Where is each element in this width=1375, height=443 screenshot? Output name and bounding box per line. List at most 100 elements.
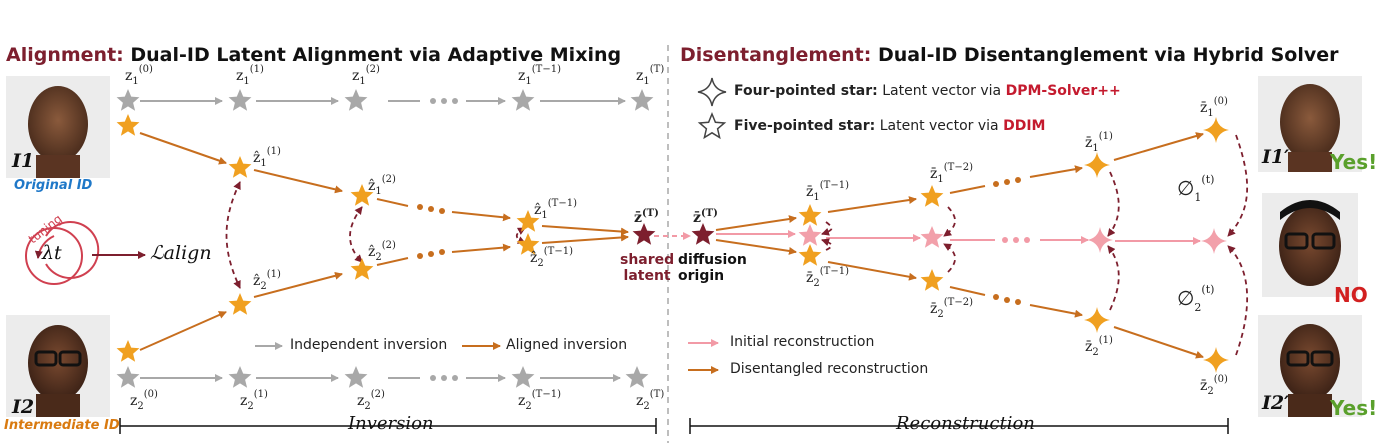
disentanglement-title-text: Dual-ID Disentanglement via Hybrid Solve… <box>877 44 1339 66</box>
four-pointed-star-icon <box>697 77 727 107</box>
star-zhat2-1 <box>228 293 252 315</box>
four-star-legend-method: DPM-Solver++ <box>1005 83 1121 99</box>
label-zhat1-1: ẑ1(1) <box>253 146 281 169</box>
initial-reconstruction-arrows <box>716 230 1201 245</box>
alignment-key: Alignment: <box>6 44 124 66</box>
label-z1-1: z1(1) <box>236 64 264 87</box>
star-zhat2-T1 <box>516 233 540 255</box>
diffusion-origin-line1: diffusion <box>678 252 747 268</box>
star-z1-2 <box>344 89 368 111</box>
label-zbar-T-origin: z̄(T) <box>693 208 718 226</box>
disentangled-reconstruction-upper <box>715 132 1204 231</box>
tuning-loop <box>25 221 100 285</box>
i1-prime-label: I1′ <box>1262 146 1290 168</box>
lambda-label: λt <box>42 242 62 264</box>
label-zbar-T-shared: z̄(T) <box>634 208 659 226</box>
label-phi2: ∅2(t) <box>1177 283 1214 314</box>
star4-pink-0 <box>1201 228 1227 254</box>
face-photo-i1-prime <box>1258 76 1362 172</box>
shared-latent-line2: latent <box>623 268 671 284</box>
star-zhat1-2 <box>350 184 374 206</box>
star-zbar1-T1 <box>798 204 822 226</box>
phase-inversion: Inversion <box>348 413 434 434</box>
star-zbar1-T2 <box>920 185 944 207</box>
phase-reconstruction: Reconstruction <box>896 413 1035 434</box>
five-star-legend-desc: Latent vector via <box>879 118 999 134</box>
ellipsis-bottom <box>430 375 458 381</box>
face-photo-i2-prime <box>1258 315 1362 417</box>
disentangled-reconstruction-lower <box>715 239 1204 359</box>
star4-zbar1-1 <box>1084 152 1110 178</box>
star-z2-T <box>625 366 649 388</box>
four-star-legend: Four-pointed star: Latent vector via DPM… <box>734 83 1121 99</box>
label-z2-T: z2(T) <box>636 389 664 412</box>
star4-zbar1-0 <box>1203 117 1229 143</box>
label-zhat1-2: ẑ1(2) <box>368 174 396 197</box>
result-no: NO <box>1334 283 1368 307</box>
diffusion-origin-label: diffusion origin <box>678 252 747 284</box>
shared-latent-line1: shared <box>620 252 675 268</box>
star4-pink-1 <box>1087 227 1113 253</box>
label-z1-T1: z1(T−1) <box>518 64 561 87</box>
label-zbar2-T2: z̄2(T−2) <box>930 297 973 320</box>
result-yes-1: Yes! <box>1330 150 1375 174</box>
star-zhat1-1 <box>228 156 252 178</box>
label-zhat1-T1: ẑ1(T−1) <box>534 198 577 221</box>
alignment-title-text: Dual-ID Latent Alignment via Adaptive Mi… <box>130 44 622 66</box>
disentanglement-title: Disentanglement: Dual-ID Disentanglement… <box>680 44 1338 66</box>
star-z2-T1 <box>511 366 535 388</box>
star-z1-T <box>630 89 654 111</box>
label-zbar2-1: z̄2(1) <box>1085 335 1113 358</box>
result-yes-2: Yes! <box>1330 396 1375 420</box>
star-z1-0 <box>116 89 140 111</box>
star-z2-2 <box>344 366 368 388</box>
face-photo-i1 <box>6 76 110 178</box>
i1-label: I1 <box>12 150 35 172</box>
face-photo-mixed <box>1262 193 1358 297</box>
i2-prime-label: I2′ <box>1262 392 1290 414</box>
five-star-legend: Five-pointed star: Latent vector via DDI… <box>734 118 1045 134</box>
loss-label: ℒalign <box>150 242 212 264</box>
five-star-legend-label: Five-pointed star: <box>734 118 876 134</box>
star-z1-1 <box>228 89 252 111</box>
label-z2-T1: z2(T−1) <box>518 389 561 412</box>
alignment-title: Alignment: Dual-ID Latent Alignment via … <box>6 44 621 66</box>
ellipsis-pink <box>1002 237 1030 243</box>
star-zbar2-T2 <box>920 269 944 291</box>
label-zhat2-2: ẑ2(2) <box>368 240 396 263</box>
star-z2-1 <box>228 366 252 388</box>
latent-stars <box>116 89 1229 388</box>
star-zhat1-T1 <box>516 210 540 232</box>
label-zbar1-0: z̄1(0) <box>1200 96 1228 119</box>
four-star-legend-label: Four-pointed star: <box>734 83 878 99</box>
i2-label: I2 <box>12 396 35 418</box>
legend-aligned-label: Aligned inversion <box>506 337 628 353</box>
label-zbar1-T2: z̄1(T−2) <box>930 162 973 185</box>
legend-disentangled-label: Disentangled reconstruction <box>730 361 929 377</box>
label-z2-0: z2(0) <box>130 389 158 412</box>
star-i1-start <box>116 114 140 136</box>
ellipsis-recon-upper <box>993 177 1021 187</box>
star-pink-T2 <box>920 226 944 248</box>
four-star-legend-desc: Latent vector via <box>882 83 1002 99</box>
face-photo-i2 <box>6 315 110 417</box>
label-zbar1-1: z̄1(1) <box>1085 131 1113 154</box>
label-zhat2-T1: ẑ2(T−1) <box>530 246 573 269</box>
star4-zbar2-0 <box>1203 347 1229 373</box>
legend-initial-label: Initial reconstruction <box>730 334 875 350</box>
five-pointed-star-icon <box>697 112 727 140</box>
star-z2-0 <box>116 366 140 388</box>
five-star-legend-method: DDIM <box>1003 118 1046 134</box>
label-z2-2: z2(2) <box>357 389 385 412</box>
label-zbar2-T1: z̄2(T−1) <box>806 266 849 289</box>
star-i2-start <box>116 340 140 362</box>
label-z1-T: z1(T) <box>636 64 664 87</box>
aligned-inversion-upper <box>139 132 629 236</box>
disentanglement-key: Disentanglement: <box>680 44 872 66</box>
legend-independent-label: Independent inversion <box>290 337 448 353</box>
latent-labels: z1(0) z1(1) z1(2) z1(T−1) z1(T) z2(0) z2… <box>125 64 1228 412</box>
label-z2-1: z2(1) <box>240 389 268 412</box>
diffusion-origin-line2: origin <box>678 268 725 284</box>
